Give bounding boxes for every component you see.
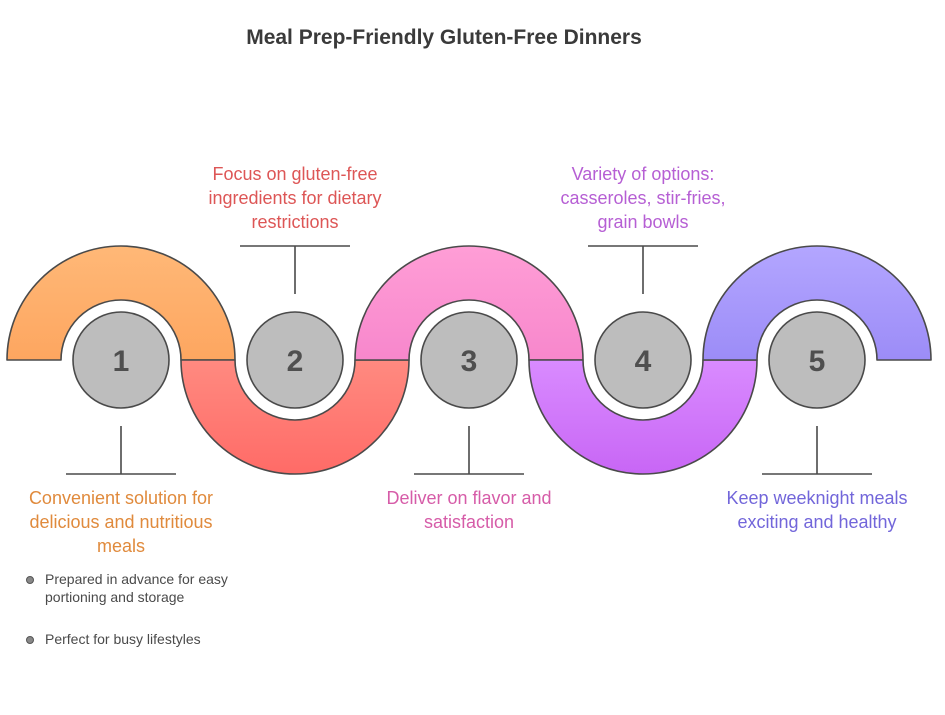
diagram-title: Meal Prep-Friendly Gluten-Free Dinners: [246, 26, 642, 49]
step-1-bullet-list: Prepared in advance for easy portioning …: [26, 570, 246, 672]
step-label-3: Deliver on flavor and satisfaction: [386, 488, 552, 532]
step-label-1: Convenient solution for delicious and nu…: [28, 488, 214, 556]
step-number-2: 2: [287, 345, 304, 378]
bullet-icon: [26, 576, 34, 584]
step-circle-1: [72, 311, 170, 409]
bullet-icon: [26, 636, 34, 644]
bullet-item: Perfect for busy lifestyles: [26, 630, 246, 648]
bullet-item: Prepared in advance for easy portioning …: [26, 570, 246, 606]
bullet-text: Prepared in advance for easy portioning …: [45, 571, 228, 605]
arc-segment-2: [180, 359, 410, 475]
step-number-4: 4: [635, 345, 652, 378]
step-number-3: 3: [461, 345, 478, 378]
step-circle-3: [420, 311, 518, 409]
arc-segment-3: [354, 245, 584, 361]
step-label-2: Focus on gluten-free ingredients for die…: [208, 164, 382, 232]
arc-segment-5: [702, 245, 932, 361]
arc-segment-4: [528, 359, 758, 475]
step-circle-2: [246, 311, 344, 409]
step-circle-5: [768, 311, 866, 409]
step-label-5: Keep weeknight meals exciting and health…: [726, 488, 908, 532]
bullet-text: Perfect for busy lifestyles: [45, 631, 201, 647]
step-number-5: 5: [809, 345, 826, 378]
step-number-1: 1: [113, 345, 130, 378]
arc-segment-1: [6, 245, 236, 361]
step-label-4: Variety of options: casseroles, stir-fri…: [560, 164, 726, 232]
step-circle-4: [594, 311, 692, 409]
